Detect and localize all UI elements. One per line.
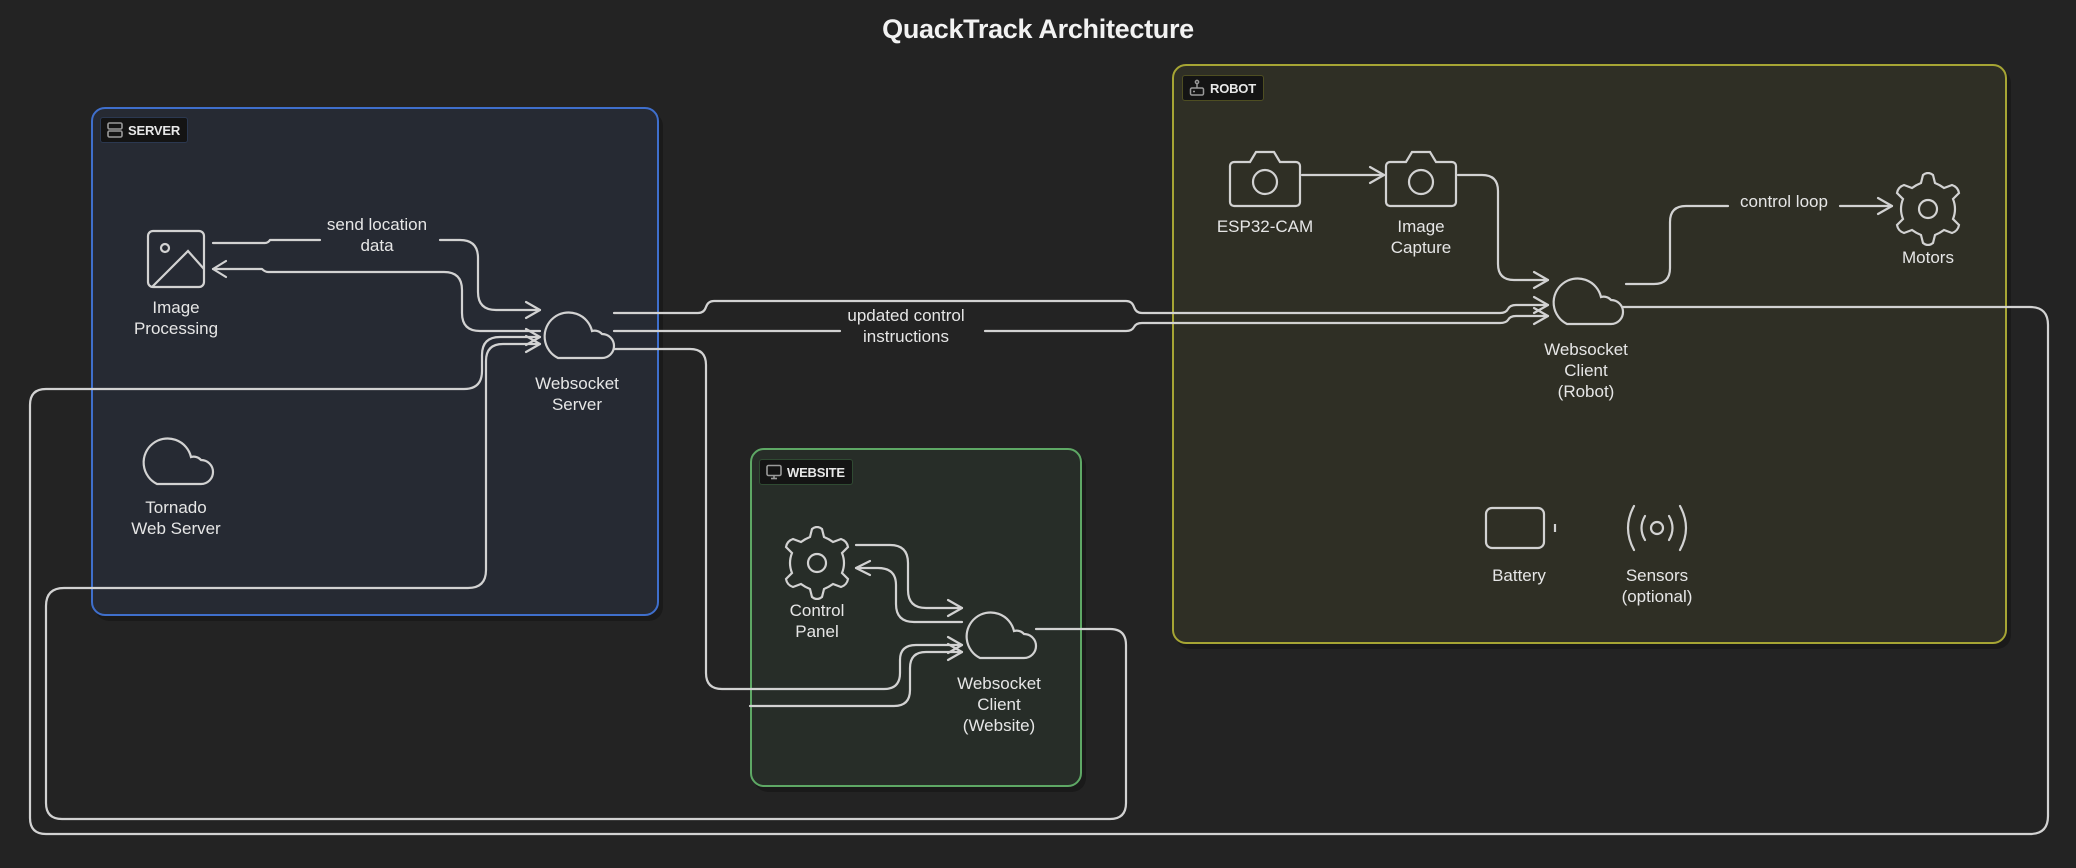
gear-icon[interactable] [1891, 171, 1965, 251]
robot-group-label: ROBOT [1182, 75, 1264, 101]
cloud-icon[interactable] [1549, 271, 1625, 332]
node-label-tornado: Tornado Web Server [131, 498, 221, 538]
gear-icon[interactable] [780, 525, 854, 605]
battery-icon[interactable] [1484, 506, 1558, 555]
node-label-ws-server: Websocket Server [535, 374, 619, 414]
server-group-label: SERVER [100, 117, 189, 143]
node-label-ws-website: Websocket Client (Website) [957, 674, 1041, 735]
node-label-image-capture: Image Capture [1390, 217, 1452, 257]
robot-icon [1188, 79, 1206, 97]
node-label-esp32: ESP32-CAM [1216, 217, 1314, 236]
node-label-ws-robot: Websocket Client (Robot) [1544, 340, 1628, 401]
edge-label-control-loop: control loop [1740, 192, 1828, 211]
cloud-icon[interactable] [139, 431, 215, 492]
node-label-control-panel: Control Panel [789, 601, 845, 641]
sensor-icon[interactable] [1620, 502, 1694, 559]
node-label-battery: Battery [1492, 566, 1546, 585]
cloud-icon[interactable] [540, 305, 616, 366]
image-icon[interactable] [146, 229, 206, 294]
camera-icon[interactable] [1384, 148, 1458, 213]
monitor-icon [765, 463, 783, 481]
camera-icon[interactable] [1228, 148, 1302, 213]
edge-label-send-location: send location data [326, 215, 428, 255]
server-icon [106, 121, 124, 139]
node-label-motors: Motors [1902, 248, 1954, 267]
cloud-icon[interactable] [962, 605, 1038, 666]
node-label-image-processing: Image Processing [133, 298, 219, 338]
diagram-title: QuackTrack Architecture [882, 14, 1194, 44]
edge-label-updated-control: updated control instructions [847, 306, 965, 346]
website-group-label: WEBSITE [759, 459, 853, 485]
node-label-sensors: Sensors (optional) [1621, 566, 1693, 606]
